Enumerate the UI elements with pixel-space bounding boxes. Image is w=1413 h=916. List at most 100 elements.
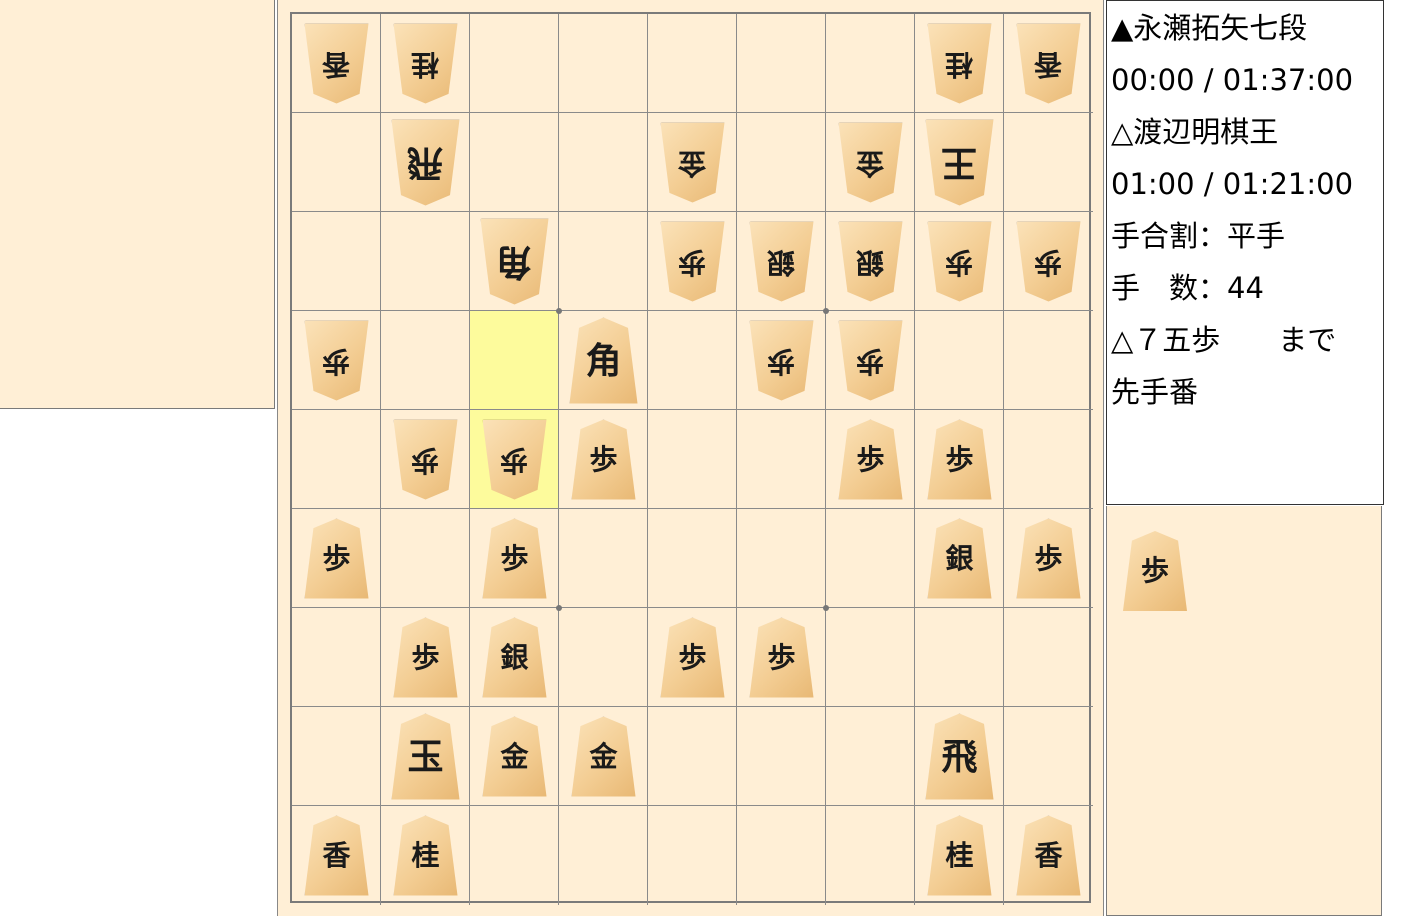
board-square[interactable]	[826, 113, 915, 212]
board-square[interactable]	[737, 311, 826, 410]
board-square[interactable]	[292, 410, 381, 509]
shogi-board[interactable]: 香桂桂香飛金金王角歩銀銀歩歩歩角歩歩歩歩歩歩歩歩歩銀歩歩銀歩歩玉金金飛香桂桂香	[290, 12, 1093, 905]
board-square[interactable]	[915, 212, 1004, 311]
board-square[interactable]	[826, 806, 915, 905]
gote-piece[interactable]: 飛	[391, 119, 460, 206]
board-square[interactable]	[915, 509, 1004, 608]
board-square[interactable]	[470, 707, 559, 806]
gote-piece[interactable]: 銀	[838, 221, 903, 302]
board-square[interactable]	[470, 212, 559, 311]
gote-piece[interactable]: 歩	[1016, 221, 1081, 302]
board-square[interactable]	[648, 509, 737, 608]
board-square[interactable]	[559, 509, 648, 608]
board-square[interactable]	[381, 311, 470, 410]
board-square[interactable]	[1004, 212, 1093, 311]
board-square[interactable]	[292, 608, 381, 707]
board-square[interactable]	[737, 410, 826, 509]
sente-piece[interactable]: 玉	[391, 713, 460, 800]
sente-piece[interactable]: 歩	[927, 419, 992, 500]
board-square[interactable]	[381, 806, 470, 905]
sente-piece[interactable]: 銀	[482, 617, 547, 698]
gote-piece[interactable]: 香	[1016, 23, 1081, 104]
board-square[interactable]	[826, 311, 915, 410]
board-square[interactable]	[470, 14, 559, 113]
board-square[interactable]	[737, 509, 826, 608]
board-square[interactable]	[648, 707, 737, 806]
board-square[interactable]	[826, 707, 915, 806]
board-square[interactable]	[826, 14, 915, 113]
sente-piece[interactable]: 歩	[749, 617, 814, 698]
board-square[interactable]	[292, 113, 381, 212]
board-square[interactable]	[381, 707, 470, 806]
board-square[interactable]	[737, 608, 826, 707]
gote-piece[interactable]: 王	[925, 119, 994, 206]
board-square[interactable]	[559, 707, 648, 806]
board-square[interactable]	[559, 410, 648, 509]
board-square[interactable]	[648, 410, 737, 509]
board-square[interactable]	[737, 113, 826, 212]
board-square[interactable]	[826, 509, 915, 608]
sente-piece[interactable]: 飛	[925, 713, 994, 800]
gote-piece[interactable]: 歩	[482, 419, 547, 500]
board-square[interactable]	[915, 410, 1004, 509]
board-square[interactable]	[1004, 113, 1093, 212]
board-square[interactable]	[381, 212, 470, 311]
board-square[interactable]	[559, 311, 648, 410]
gote-piece[interactable]: 金	[660, 122, 725, 203]
board-square[interactable]	[559, 806, 648, 905]
board-square[interactable]	[381, 14, 470, 113]
board-square[interactable]	[737, 212, 826, 311]
board-square[interactable]	[470, 113, 559, 212]
board-square[interactable]	[826, 212, 915, 311]
sente-piece[interactable]: 桂	[927, 815, 992, 896]
board-square[interactable]	[559, 113, 648, 212]
board-square[interactable]	[1004, 410, 1093, 509]
sente-piece[interactable]: 歩	[1016, 518, 1081, 599]
board-square[interactable]	[559, 14, 648, 113]
board-square[interactable]	[1004, 707, 1093, 806]
gote-piece[interactable]: 歩	[749, 320, 814, 401]
gote-piece[interactable]: 桂	[927, 23, 992, 104]
gote-piece[interactable]: 角	[480, 218, 549, 305]
board-square[interactable]	[292, 707, 381, 806]
gote-piece[interactable]: 歩	[927, 221, 992, 302]
sente-piece[interactable]: 金	[482, 716, 547, 797]
sente-piece[interactable]: 桂	[393, 815, 458, 896]
gote-piece[interactable]: 香	[304, 23, 369, 104]
gote-piece[interactable]: 歩	[660, 221, 725, 302]
board-square[interactable]	[292, 311, 381, 410]
board-square[interactable]	[292, 509, 381, 608]
gote-piece[interactable]: 歩	[838, 320, 903, 401]
board-square[interactable]	[559, 608, 648, 707]
gote-piece[interactable]: 銀	[749, 221, 814, 302]
board-square[interactable]	[915, 311, 1004, 410]
board-square[interactable]	[737, 14, 826, 113]
board-square[interactable]	[915, 14, 1004, 113]
sente-piece[interactable]: 歩	[304, 518, 369, 599]
sente-piece[interactable]: 角	[569, 317, 638, 404]
board-square[interactable]	[381, 410, 470, 509]
board-square[interactable]	[381, 113, 470, 212]
board-square[interactable]	[559, 212, 648, 311]
sente-piece[interactable]: 歩	[838, 419, 903, 500]
sente-piece[interactable]: 金	[571, 716, 636, 797]
sente-piece[interactable]: 歩	[482, 518, 547, 599]
board-square[interactable]	[470, 311, 559, 410]
board-square[interactable]	[915, 113, 1004, 212]
board-square[interactable]	[737, 707, 826, 806]
board-square[interactable]	[1004, 14, 1093, 113]
gote-piece[interactable]: 歩	[304, 320, 369, 401]
gote-piece[interactable]: 桂	[393, 23, 458, 104]
sente-hand-piece[interactable]: 歩	[1123, 531, 1187, 611]
board-square[interactable]	[1004, 311, 1093, 410]
board-square[interactable]	[1004, 608, 1093, 707]
board-square[interactable]	[648, 14, 737, 113]
board-square[interactable]	[915, 608, 1004, 707]
board-square[interactable]	[737, 806, 826, 905]
sente-piece[interactable]: 歩	[571, 419, 636, 500]
gote-piece[interactable]: 歩	[393, 419, 458, 500]
board-square[interactable]	[381, 509, 470, 608]
board-square[interactable]	[826, 608, 915, 707]
board-square[interactable]	[648, 212, 737, 311]
gote-piece[interactable]: 金	[838, 122, 903, 203]
